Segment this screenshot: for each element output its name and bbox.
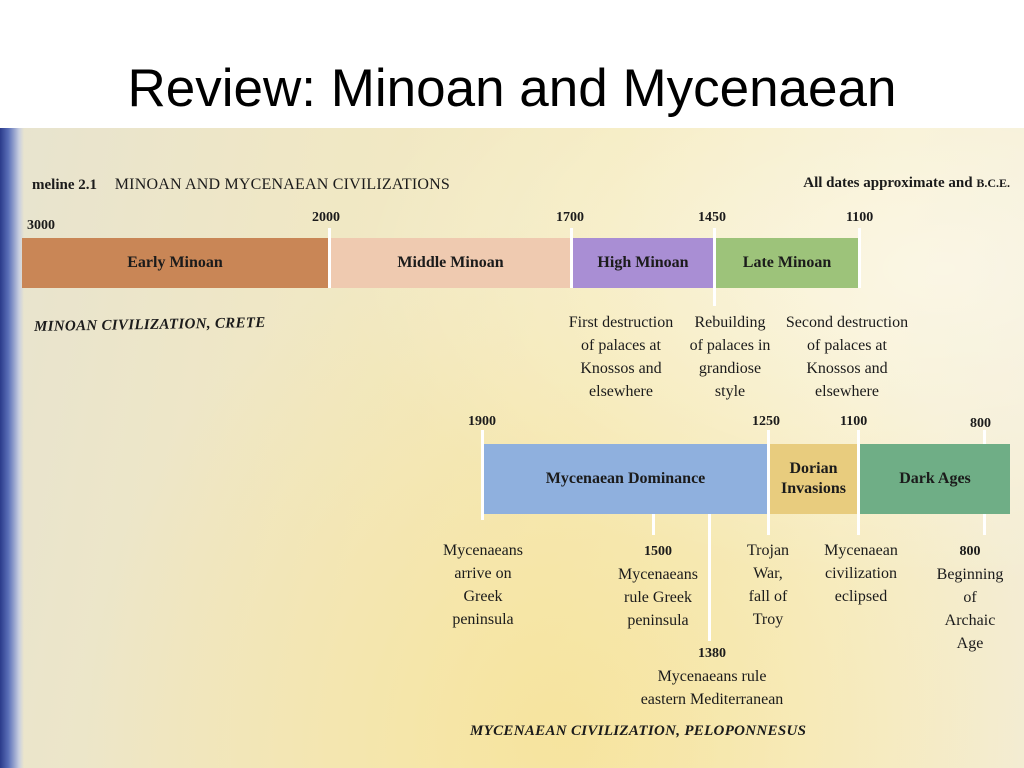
page-edge-shadow: [0, 128, 24, 768]
period-label: Late Minoan: [742, 254, 832, 271]
period-middle-minoan: Middle Minoan: [331, 238, 570, 288]
minoan-year-1700: 1700: [556, 210, 584, 225]
mycenaean-year-1100: 1100: [840, 414, 868, 429]
mycenaean-event-archaic-age: 800 Beginning of Archaic Age: [925, 539, 1015, 655]
event-line: Mycenaean: [824, 542, 898, 559]
period-label: Early Minoan: [127, 254, 223, 271]
period-mycenaean-dominance: Mycenaean Dominance: [484, 444, 767, 514]
slide-title: Review: Minoan and Mycenaean: [127, 59, 897, 118]
mycenaean-divider-1500: [652, 513, 655, 535]
mycenaean-year-1900: 1900: [468, 414, 496, 429]
event-line: style: [714, 383, 746, 400]
timeline-title: MINOAN AND MYCENAEAN CIVILIZATIONS: [114, 176, 450, 193]
period-early-minoan: Early Minoan: [22, 238, 328, 288]
event-line: Greek: [463, 588, 503, 605]
period-dorian-invasions: Dorian Invasions: [770, 444, 857, 514]
event-line: rule Greek: [624, 589, 692, 606]
event-line: elsewhere: [589, 383, 653, 400]
event-line: of palaces at: [807, 337, 887, 354]
event-line: arrive on: [454, 565, 512, 582]
minoan-year-2000: 2000: [312, 210, 340, 225]
event-line: Beginning: [936, 566, 1004, 583]
mycenaean-year-1250: 1250: [752, 414, 780, 429]
event-line: Second destruction: [785, 314, 909, 331]
event-line: Mycenaeans: [443, 542, 523, 559]
event-line: Troy: [752, 611, 784, 628]
minoan-divider-1700: [570, 228, 573, 288]
event-line: eclipsed: [834, 588, 888, 605]
event-line: grandiose: [698, 360, 762, 377]
mycenaean-divider-1100: [857, 430, 860, 535]
event-line: Trojan: [746, 542, 790, 559]
event-line: Age: [956, 635, 984, 652]
period-late-minoan: Late Minoan: [716, 238, 858, 288]
dates-note: All dates approximate and B.C.E.: [803, 175, 1010, 192]
period-label: Mycenaean Dominance: [545, 470, 706, 487]
timeline-photo: meline 2.1 MINOAN AND MYCENAEAN CIVILIZA…: [0, 128, 1024, 768]
mycenaean-event-eclipsed: Mycenaean civilization eclipsed: [810, 539, 912, 608]
minoan-event-second-destruction: Second destruction of palaces at Knossos…: [776, 311, 918, 403]
period-label: Middle Minoan: [397, 254, 504, 271]
event-line: peninsula: [627, 612, 689, 629]
dates-note-text: All dates approximate and: [803, 175, 973, 191]
mycenaean-divider-1900: [481, 430, 484, 520]
event-line: of palaces in: [689, 337, 771, 354]
mycenaean-divider-1380: [708, 513, 711, 641]
period-dark-ages: Dark Ages: [860, 444, 1010, 514]
mycenaean-event-rule-greek: 1500 Mycenaeans rule Greek peninsula: [603, 539, 713, 632]
event-line: eastern Mediterranean: [640, 691, 784, 708]
event-line: Rebuilding: [694, 314, 766, 331]
mycenaean-section-label: MYCENAEAN CIVILIZATION, PELOPONNESUS: [470, 723, 807, 739]
mycenaean-event-arrive: Mycenaeans arrive on Greek peninsula: [428, 539, 538, 631]
event-line: Knossos and: [806, 360, 888, 377]
minoan-divider-1100: [858, 228, 861, 288]
event-line: of: [963, 589, 977, 606]
mycenaean-divider-1250: [767, 430, 770, 535]
event-line: Knossos and: [580, 360, 662, 377]
timeline-header: meline 2.1 MINOAN AND MYCENAEAN CIVILIZA…: [32, 176, 450, 194]
minoan-year-1100: 1100: [846, 210, 874, 225]
mycenaean-year-800: 800: [970, 416, 991, 431]
minoan-event-rebuilding: Rebuilding of palaces in grandiose style: [680, 311, 780, 403]
event-line: First destruction: [568, 314, 674, 331]
event-line: civilization: [825, 565, 897, 582]
minoan-year-1450: 1450: [698, 210, 726, 225]
period-high-minoan: High Minoan: [573, 238, 713, 288]
timeline-number: meline 2.1: [32, 177, 97, 193]
mycenaean-event-trojan-war: Trojan War, fall of Troy: [728, 539, 808, 631]
event-year: 1500: [644, 544, 672, 559]
dates-note-era: B.C.E.: [976, 176, 1010, 190]
period-label: Dark Ages: [899, 470, 971, 487]
event-line: Mycenaeans: [618, 566, 698, 583]
event-line: fall of: [748, 588, 788, 605]
mycenaean-event-eastern-med: 1380 Mycenaeans rule eastern Mediterrane…: [628, 641, 796, 711]
minoan-section-label: MINOAN CIVILIZATION, CRETE: [33, 314, 266, 336]
event-year: 800: [959, 544, 981, 559]
event-line: peninsula: [452, 611, 514, 628]
event-line: Mycenaeans rule: [657, 668, 767, 685]
minoan-year-3000: 3000: [27, 218, 55, 233]
minoan-divider-1450: [713, 228, 716, 306]
period-label: Dorian Invasions: [781, 460, 846, 497]
event-line: Archaic: [944, 612, 996, 629]
period-label: High Minoan: [597, 254, 689, 271]
minoan-divider-2000: [328, 228, 331, 288]
event-year: 1380: [698, 646, 726, 661]
minoan-event-first-destruction: First destruction of palaces at Knossos …: [556, 311, 686, 403]
event-line: War,: [753, 565, 783, 582]
event-line: of palaces at: [581, 337, 661, 354]
event-line: elsewhere: [815, 383, 879, 400]
